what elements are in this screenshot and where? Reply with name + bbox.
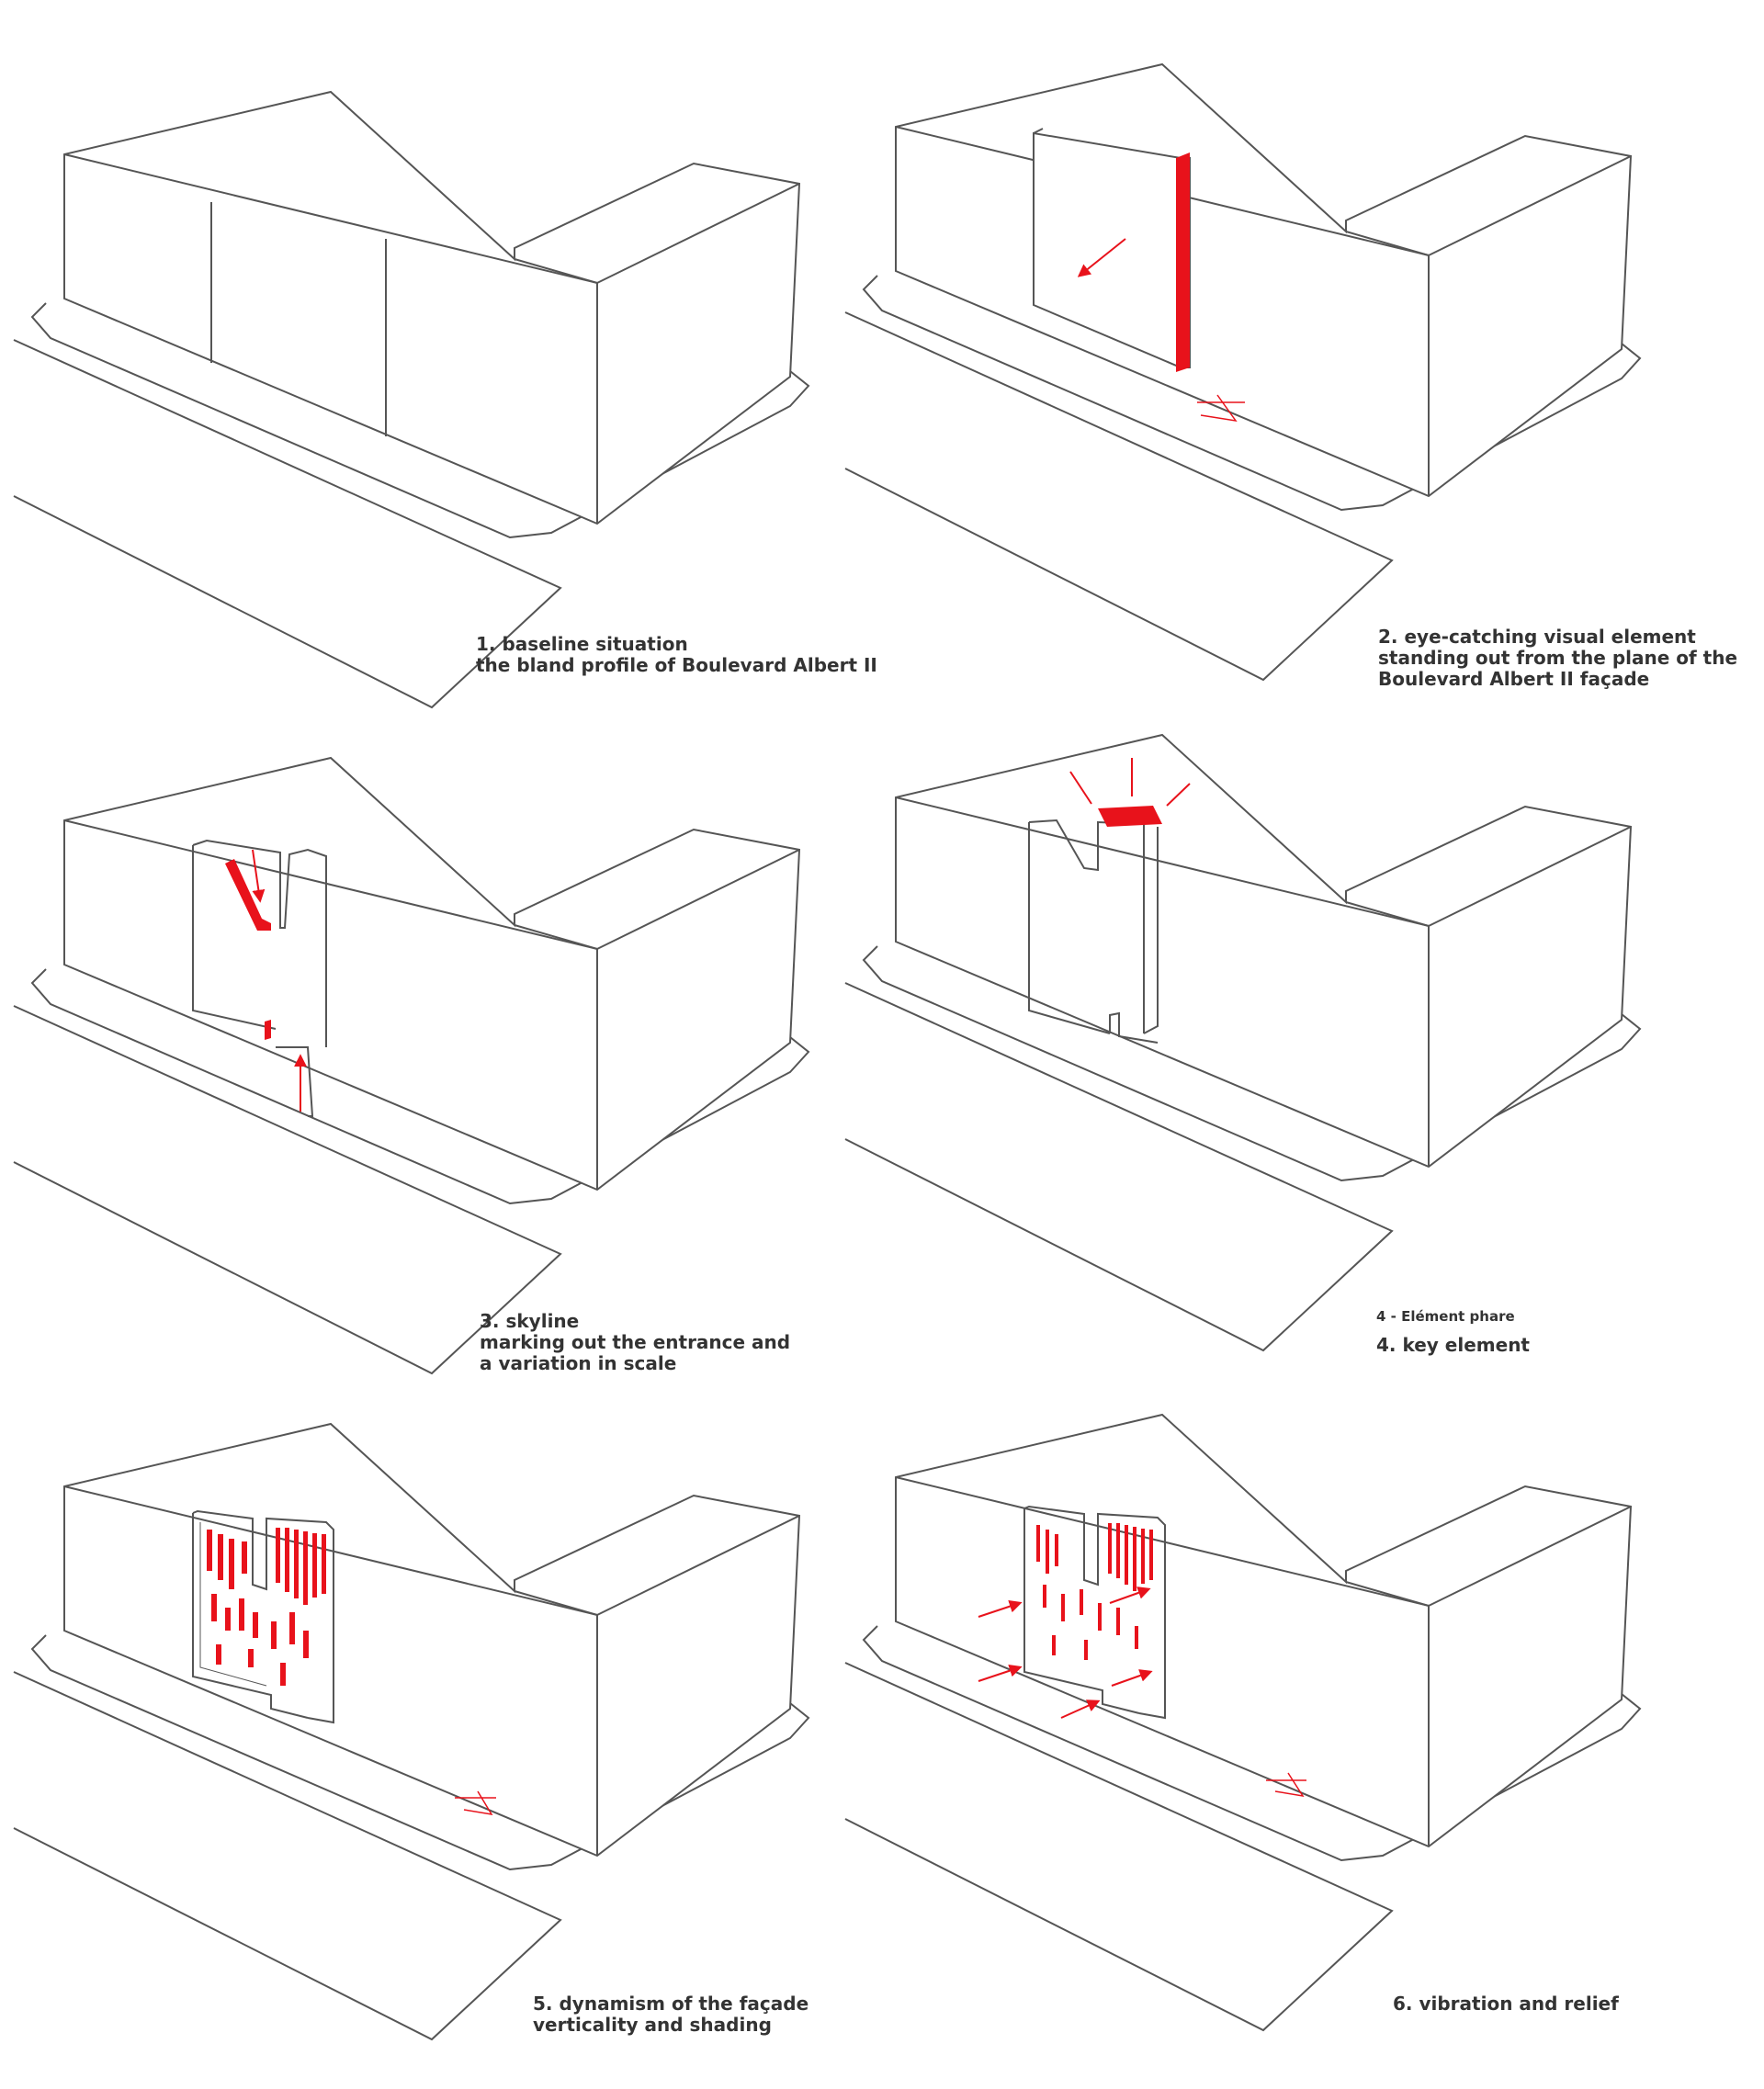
caption-line: 2. eye-catching visual element xyxy=(1378,626,1696,648)
caption-line: 4 - Elément phare xyxy=(1376,1308,1515,1325)
panel-1-massing xyxy=(13,91,809,708)
panel-3-massing xyxy=(13,757,809,1374)
caption-line: a variation in scale xyxy=(480,1352,677,1374)
caption-panel-4: 4. key element xyxy=(1376,1335,1530,1356)
caption-line: the bland profile of Boulevard Albert II xyxy=(476,654,877,676)
caption-panel-3: 3. skyline marking out the entrance and … xyxy=(480,1311,790,1374)
caption-line: 5. dynamism of the façade xyxy=(533,1993,809,2015)
caption-line: 6. vibration and relief xyxy=(1393,1993,1619,2015)
caption-line: 1. baseline situation xyxy=(476,633,688,655)
caption-panel-4-french: 4 - Elément phare xyxy=(1376,1308,1515,1325)
caption-line: standing out from the plane of the xyxy=(1378,647,1738,669)
caption-panel-2: 2. eye-catching visual element standing … xyxy=(1378,627,1737,690)
caption-panel-6: 6. vibration and relief xyxy=(1393,1993,1619,2015)
panel-6-massing xyxy=(844,1414,1641,2031)
caption-panel-1: 1. baseline situation the bland profile … xyxy=(476,634,877,676)
caption-panel-5: 5. dynamism of the façade verticality an… xyxy=(533,1993,808,2036)
panel-2-massing xyxy=(844,63,1641,681)
caption-line: Boulevard Albert II façade xyxy=(1378,668,1650,690)
caption-line: 3. skyline xyxy=(480,1310,580,1332)
caption-line: marking out the entrance and xyxy=(480,1331,791,1353)
caption-line: 4. key element xyxy=(1376,1334,1530,1356)
panel-5-massing xyxy=(13,1423,809,2040)
caption-line: verticality and shading xyxy=(533,2014,772,2036)
panel-4-massing xyxy=(844,734,1641,1351)
